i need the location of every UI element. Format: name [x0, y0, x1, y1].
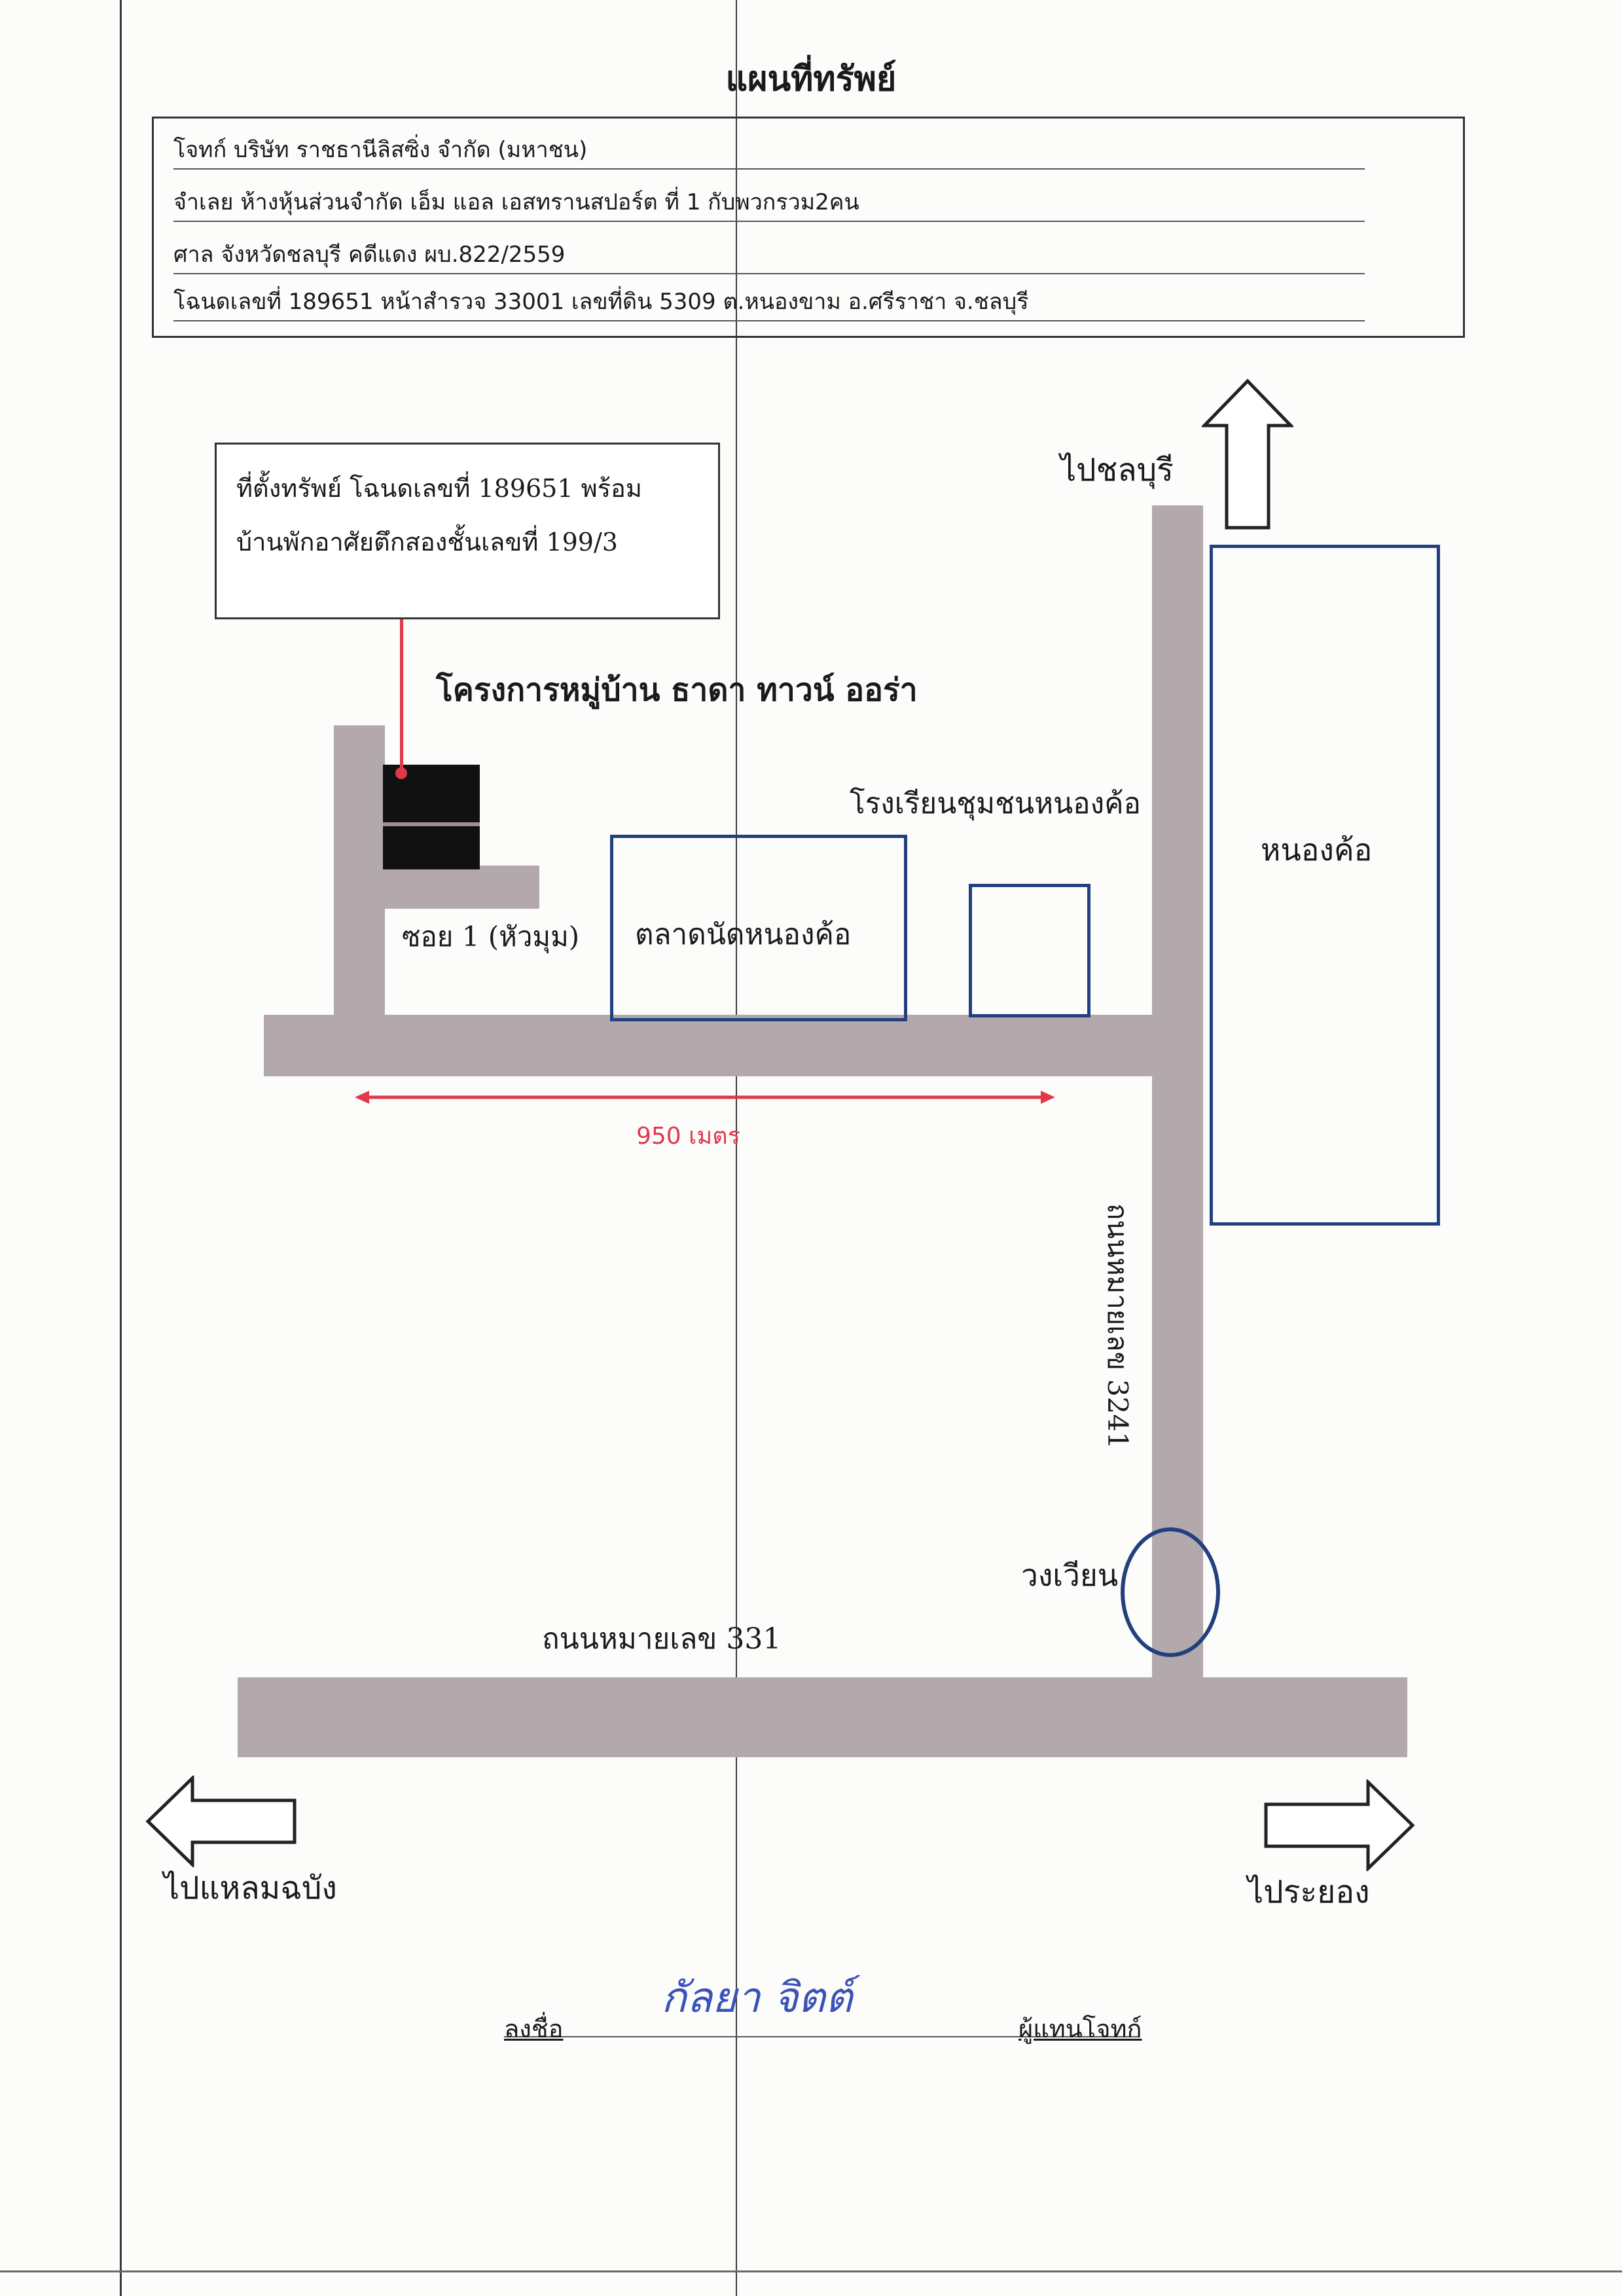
scan-line-bottom: [0, 2270, 1622, 2272]
role-label: ผู้แทนโจทก์: [1018, 2014, 1142, 2043]
plaintiff-line: โจทก์ บริษัท ราชธานีลิสซิ่ง จำกัด (มหาชน…: [173, 136, 1365, 170]
road-3241: [1152, 505, 1203, 1684]
property-marker: [383, 765, 480, 869]
arrow-up-icon: [1202, 378, 1293, 530]
roundabout-label: วงเวียน: [1021, 1558, 1119, 1593]
scan-line-center: [736, 0, 737, 2296]
roundabout-circle: [1121, 1527, 1220, 1657]
callout-line-1: ที่ตั้งทรัพย์ โฉนดเลขที่ 189651 พร้อม: [236, 474, 642, 503]
case-info-box: โจทก์ บริษัท ราชธานีลิสซิ่ง จำกัด (มหาชน…: [152, 117, 1465, 338]
handwritten-signature: กัลยา จิตต์: [661, 1974, 853, 2022]
nong-kho-box: [1210, 545, 1440, 1226]
to-rayong-label: ไประยอง: [1248, 1874, 1370, 1910]
distance-label: 950 เมตร: [636, 1123, 740, 1150]
pointer-line: [400, 619, 403, 771]
distance-arrow-icon: [355, 1091, 1055, 1104]
arrow-right-icon: [1264, 1779, 1415, 1871]
project-label: โครงการหมู่บ้าน ธาดา ทาวน์ ออร่า: [436, 672, 918, 708]
signature-line: [504, 2036, 1139, 2037]
callout-line-2: บ้านพักอาศัยตึกสองชั้นเลขที่ 199/3: [236, 528, 618, 556]
deed-line: โฉนดเลขที่ 189651 หน้าสำรวจ 33001 เลขที่…: [173, 287, 1365, 321]
nong-kho-label: หนองค้อ: [1261, 832, 1373, 867]
market-box: [610, 835, 907, 1021]
to-chonburi-label: ไปชลบุรี: [1060, 452, 1174, 488]
road-331-label: ถนนหมายเลข 331: [542, 1622, 782, 1656]
arrow-left-icon: [145, 1776, 297, 1867]
school-label: โรงเรียนชุมชนหนองค้อ: [850, 787, 1141, 820]
road-soi: [264, 1015, 1197, 1076]
page-title: แผนที่ทรัพย์: [725, 59, 897, 99]
school-box: [969, 884, 1090, 1017]
property-callout-box: ที่ตั้งทรัพย์ โฉนดเลขที่ 189651 พร้อม บ้…: [215, 443, 720, 619]
soi-label: ซอย 1 (หัวมุม): [402, 920, 580, 953]
sign-label: ลงชื่อ: [504, 2014, 564, 2043]
to-laem-chabang-label: ไปแหลมฉบัง: [164, 1870, 337, 1906]
pointer-dot: [395, 767, 407, 779]
defendant-line: จำเลย ห้างหุ้นส่วนจำกัด เอ็ม แอล เอสทราน…: [173, 188, 1365, 222]
market-label: ตลาดนัดหนองค้อ: [635, 918, 852, 951]
scan-line-left: [120, 0, 122, 2296]
road-village-branch: [373, 866, 539, 909]
road-331: [238, 1677, 1407, 1757]
court-line: ศาล จังหวัดชลบุรี คดีแดง ผบ.822/2559: [173, 240, 1365, 274]
road-3241-label: ถนนหมายเลข 3241: [1102, 1203, 1134, 1449]
property-marker-stripe: [383, 822, 480, 826]
